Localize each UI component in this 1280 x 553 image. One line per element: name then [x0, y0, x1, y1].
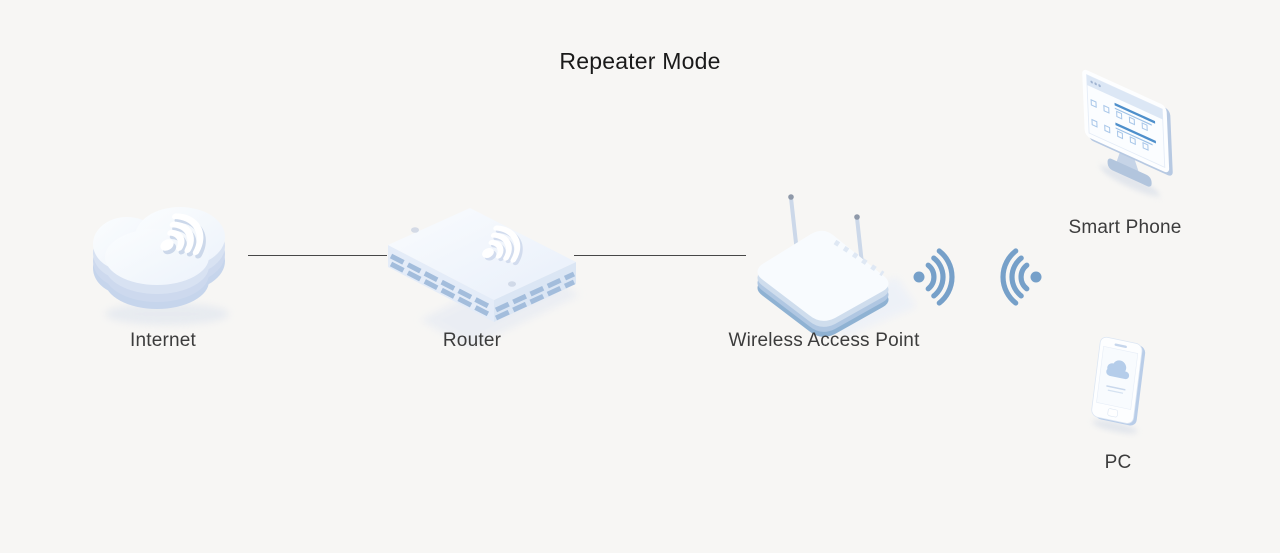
- access-point-antennas-icon: [757, 194, 917, 337]
- cloud-glyph: [1106, 360, 1130, 380]
- page-title: Repeater Mode: [559, 48, 721, 74]
- wire-internet-router: [248, 255, 387, 256]
- desktop-monitor-icon: [1082, 69, 1173, 197]
- smart-phone-label: Smart Phone: [1068, 217, 1182, 238]
- internet-label: Internet: [129, 330, 197, 351]
- wifi-signal-left-icon: [1000, 248, 1042, 306]
- pc-label: PC: [1104, 452, 1132, 473]
- internet-cloud-icon: [93, 207, 229, 325]
- wifi-glyph: [160, 213, 204, 255]
- router-box-wifi-icon: [388, 208, 580, 348]
- wifi-signal-right-icon: [913, 248, 955, 306]
- wire-router-wap: [574, 255, 746, 256]
- router-label: Router: [442, 330, 502, 351]
- wifi-glyph: [482, 225, 521, 263]
- wireless-access-point-label: Wireless Access Point: [728, 330, 920, 351]
- smartphone-icon: [1091, 336, 1146, 434]
